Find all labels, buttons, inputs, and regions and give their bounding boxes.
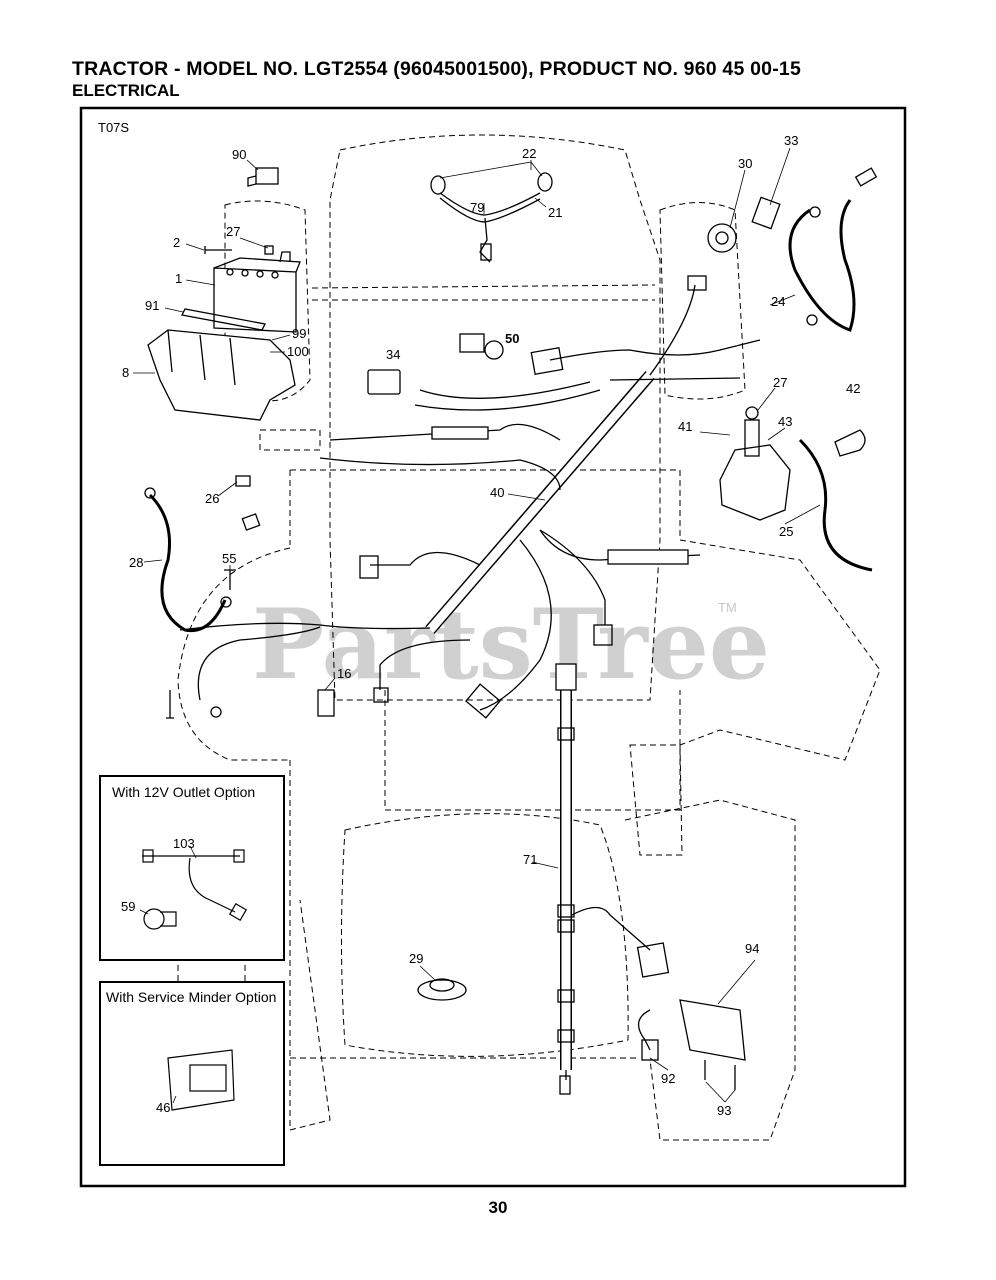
solenoid-icon	[719, 406, 791, 521]
harness-71-icon	[555, 663, 670, 1095]
connector-icon	[241, 513, 261, 531]
callout-28: 28	[129, 555, 143, 570]
fuse-26-icon	[235, 475, 251, 487]
callout-1: 1	[175, 271, 182, 286]
callout-8: 8	[122, 365, 129, 380]
wiring-harness-icon	[179, 275, 761, 719]
parts-drawings	[144, 167, 878, 1095]
reference-code: T07S	[98, 120, 129, 135]
callout-59: 59	[121, 899, 135, 914]
callout-91: 91	[145, 298, 159, 313]
connector-16-icon	[317, 689, 335, 717]
outlet-option-box	[99, 775, 285, 961]
callout-numbers: 90 22 79 21 30 33 2 27 1 91 99 100 8 34 …	[121, 133, 860, 1118]
outlet-harness-icon	[142, 849, 248, 922]
watermark-trademark: TM	[718, 600, 737, 615]
callout-16: 16	[337, 666, 351, 681]
terminal-boot-icon	[834, 429, 866, 457]
callout-99: 99	[292, 326, 306, 341]
callout-33: 33	[784, 133, 798, 148]
callout-42: 42	[846, 381, 860, 396]
callout-40: 40	[490, 485, 504, 500]
battery-tray-icon	[147, 329, 296, 421]
callout-27: 27	[226, 224, 240, 239]
battery-cable-24-icon	[788, 199, 856, 332]
ignition-switch-icon	[707, 223, 737, 253]
service-minder-option-label: With Service Minder Option	[106, 989, 276, 1005]
callout-26: 26	[205, 491, 219, 506]
power-outlet-icon	[143, 908, 177, 930]
diagram-frame	[79, 106, 907, 1188]
callout-55: 55	[222, 551, 236, 566]
label-plate-icon	[530, 346, 564, 376]
watermark-text: PartsTree	[252, 588, 770, 701]
tractor-outline	[177, 134, 881, 1141]
bolt-2-icon	[204, 246, 232, 254]
headlight-harness-icon	[430, 172, 553, 263]
callout-103: 103	[173, 836, 195, 851]
page-subtitle: ELECTRICAL	[72, 81, 180, 100]
part-50-icon	[459, 333, 504, 360]
callout-27-lower: 27	[773, 375, 787, 390]
callout-100: 100	[287, 344, 309, 359]
callout-46: 46	[156, 1100, 170, 1115]
callout-41: 41	[678, 419, 692, 434]
callout-90: 90	[232, 147, 246, 162]
callout-21: 21	[548, 205, 562, 220]
cable-25-icon	[798, 438, 873, 572]
nut-27-icon	[264, 245, 274, 255]
callout-93: 93	[717, 1103, 731, 1118]
callout-29: 29	[409, 951, 423, 966]
page-number: 30	[488, 1198, 508, 1217]
ground-screw-icon	[224, 569, 236, 590]
callout-94: 94	[745, 941, 759, 956]
service-minder-icon	[167, 1049, 235, 1111]
callout-34: 34	[386, 347, 400, 362]
connector-90-icon	[247, 167, 279, 187]
cable-28-icon	[148, 493, 227, 633]
callout-22: 22	[522, 146, 536, 161]
callout-50: 50	[505, 331, 519, 346]
callout-24: 24	[771, 294, 785, 309]
leader-lines	[133, 147, 821, 1104]
connector-33-icon	[751, 196, 781, 230]
callout-30: 30	[738, 156, 752, 171]
callout-79: 79	[470, 200, 484, 215]
callout-71: 71	[523, 852, 537, 867]
grommet-icon	[417, 978, 467, 1001]
outlet-option-label: With 12V Outlet Option	[112, 784, 255, 800]
callout-2: 2	[173, 235, 180, 250]
seat-switch-icon	[638, 999, 746, 1090]
callout-43: 43	[778, 414, 792, 429]
battery-icon	[213, 251, 301, 333]
callout-25: 25	[779, 524, 793, 539]
callout-92: 92	[661, 1071, 675, 1086]
battery-strap-icon	[181, 308, 266, 331]
switch-34-icon	[367, 369, 401, 395]
page-title: TRACTOR - MODEL NO. LGT2554 (96045001500…	[72, 58, 802, 80]
